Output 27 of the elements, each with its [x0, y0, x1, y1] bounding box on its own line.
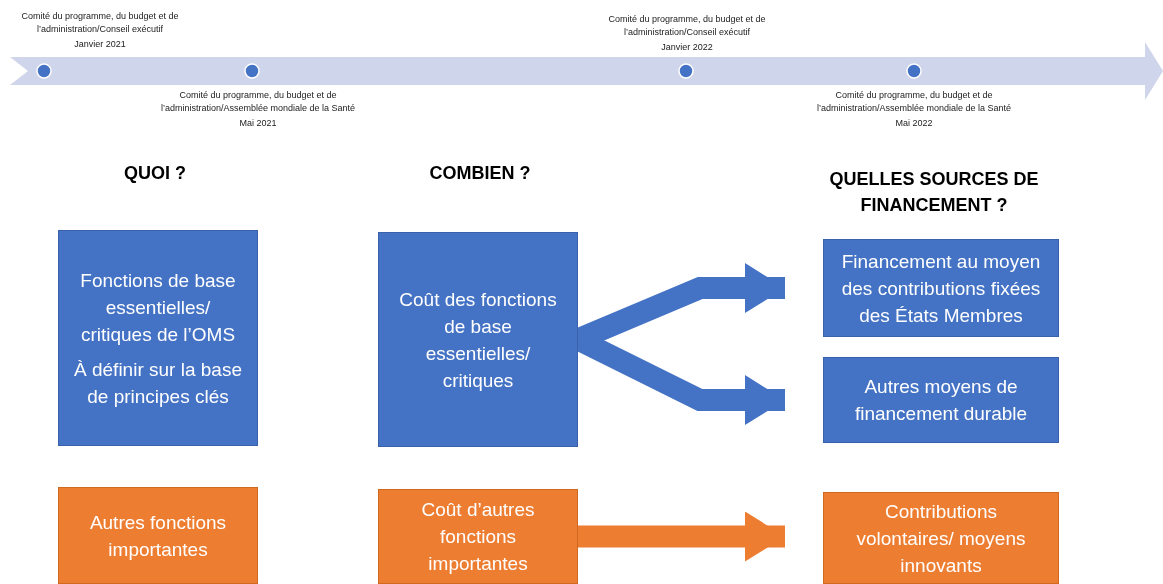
- box-text: Financement au moyen des contributions fixées des États Membres: [840, 249, 1042, 328]
- column-heading: QUELLES SOURCES DE FINANCEMENT ?: [828, 168, 1040, 218]
- milestone-label: Comité du programme, du budget et de l’administration/Assemblée mondiale de la Santé: [815, 89, 1013, 116]
- process-box: [378, 489, 578, 584]
- process-box: [823, 492, 1059, 584]
- box-text: Autres fonctions importantes: [88, 510, 228, 562]
- box-text: Autres moyens de financement durable: [853, 375, 1029, 426]
- process-box: [823, 239, 1059, 337]
- milestone-date: Mai 2021: [238, 117, 278, 130]
- column-heading: COMBIEN ?: [428, 162, 532, 185]
- milestone-date: Mai 2022: [894, 117, 934, 130]
- box-text: Coût d’autres fonctions importantes: [420, 498, 536, 576]
- process-box: [58, 230, 258, 446]
- arrow: [578, 511, 785, 562]
- box-text: Fonctions de base essentielles/ critiques de l’OMS: [79, 268, 237, 347]
- milestone-date: Janvier 2022: [660, 41, 714, 54]
- milestone-date: Janvier 2021: [73, 38, 127, 51]
- milestone-label: Comité du programme, du budget et de l’administration/Conseil exécutif: [20, 10, 180, 37]
- process-box: [58, 487, 258, 584]
- column-heading: QUOI ?: [123, 162, 187, 185]
- box-text: Contributions volontaires/ moyens innovants: [855, 499, 1027, 578]
- box-text: Coût des fonctions de base essentielles/ critiques: [398, 287, 558, 393]
- milestone-label: Comité du programme, du budget et de l’administration/Conseil exécutif: [607, 13, 767, 40]
- milestone-label: Comité du programme, du budget et de l’administration/Assemblée mondiale de la Santé: [159, 89, 357, 116]
- process-box: [823, 357, 1059, 443]
- process-box: [378, 232, 578, 447]
- box-text: À définir sur la base de principes clés: [73, 357, 243, 409]
